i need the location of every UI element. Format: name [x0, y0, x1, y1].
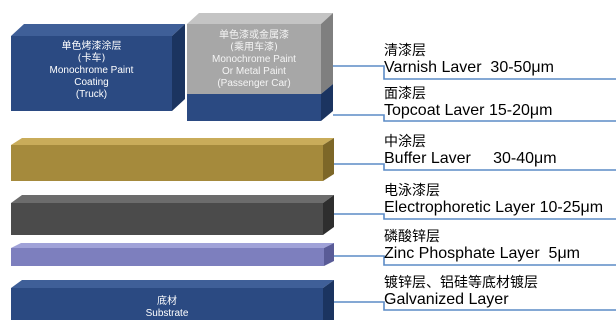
car-block-cn-sub: (乘用车漆): [230, 42, 278, 53]
car-block-en-1: Monochrome Paint: [212, 54, 296, 65]
leader-topcoat: [333, 114, 616, 122]
callout-topcoat: 面漆层 Topcoat Laver 15-20μm: [384, 86, 552, 120]
truck-block-en-1: Monochrome Paint: [49, 65, 134, 76]
callout-varnish-en: Varnish Laver 30-50μm: [384, 59, 554, 76]
truck-block-en-2: Coating: [74, 77, 109, 88]
electrophoretic-layer-bar: [11, 195, 334, 235]
callout-galvanized: 镀锌层、铝硅等底材镀层 Galvanized Layer: [384, 275, 538, 309]
callout-varnish: 清漆层 Varnish Laver 30-50μm: [384, 43, 554, 77]
callout-zinc-phosphate-cn: 磷酸锌层: [384, 229, 440, 245]
zinc-phosphate-layer-bar: [11, 243, 334, 266]
callout-topcoat-en: Topcoat Laver 15-20μm: [384, 102, 553, 119]
truck-block-cn: 单色烤漆涂层: [61, 41, 122, 52]
buffer-layer-bar: [11, 138, 334, 181]
car-block-en-2: Or Metal Paint: [222, 66, 286, 77]
car-block-en-3: (Passenger Car): [217, 78, 291, 89]
callout-varnish-cn: 清漆层: [384, 43, 426, 59]
truck-block-cn-sub: (卡车): [77, 53, 106, 64]
substrate-cn: 底材: [157, 296, 177, 307]
leader-varnish: [333, 65, 616, 80]
leader-zinc: [334, 255, 616, 266]
callout-topcoat-cn: 面漆层: [384, 86, 426, 102]
truck-paint-block: [11, 24, 185, 111]
callout-electrophoretic-en: Electrophoretic Layer 10-25μm: [384, 199, 604, 216]
leader-lines: [333, 65, 616, 311]
callout-buffer-en: Buffer Laver 30-40μm: [384, 150, 557, 167]
leader-buffer: [334, 163, 616, 171]
callout-buffer-cn: 中涂层: [384, 134, 426, 150]
callout-zinc-phosphate-en: Zinc Phosphate Layer 5μm: [384, 245, 580, 262]
callout-buffer: 中涂层 Buffer Laver 30-40μm: [384, 134, 557, 168]
callout-electrophoretic-cn: 电泳漆层: [384, 183, 440, 199]
car-block-label: 单色漆或金属漆 (乘用车漆) Monochrome Paint Or Metal…: [187, 30, 321, 90]
leader-galvanized: [334, 301, 616, 311]
leader-electrophoretic: [334, 213, 616, 220]
callout-galvanized-cn: 镀锌层、铝硅等底材镀层: [384, 275, 538, 291]
callout-zinc-phosphate: 磷酸锌层 Zinc Phosphate Layer 5μm: [384, 229, 580, 263]
substrate-en: Substrate: [145, 308, 189, 319]
truck-block-label: 单色烤漆涂层 (卡车) Monochrome Paint Coating (Tr…: [11, 41, 172, 101]
callout-galvanized-en: Galvanized Layer: [384, 291, 509, 308]
car-paint-block: [187, 13, 333, 94]
substrate-label: 底材 Substrate: [11, 296, 323, 320]
substrate-block: [11, 280, 334, 320]
topcoat-strip: [187, 84, 333, 121]
callout-electrophoretic: 电泳漆层 Electrophoretic Layer 10-25μm: [384, 183, 603, 217]
truck-block-en-3: (Truck): [75, 89, 108, 100]
car-block-cn: 单色漆或金属漆: [219, 30, 289, 41]
